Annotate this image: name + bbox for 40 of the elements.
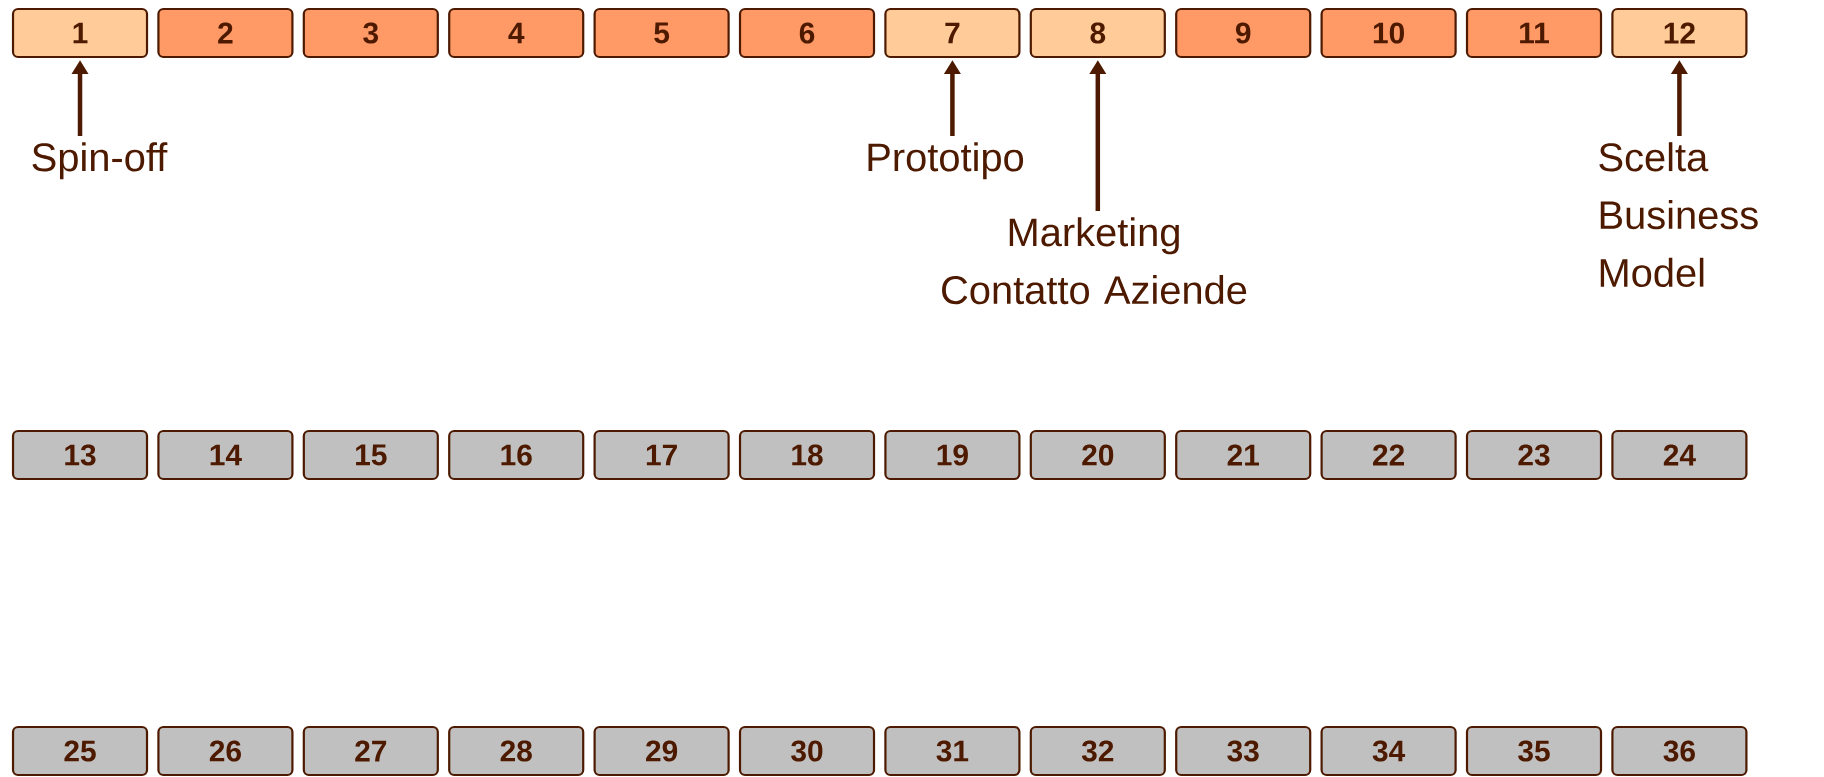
number-box: 27 — [302, 725, 439, 777]
stage-label: Spin-off — [32, 142, 168, 180]
number-box: 24 — [1611, 429, 1748, 481]
number-box: 1 — [11, 7, 149, 59]
number-box: 12 — [1611, 7, 1748, 59]
number-box: 2 — [157, 7, 294, 59]
number-box: 30 — [738, 725, 876, 777]
number-box: 32 — [1029, 725, 1166, 777]
number-box: 25 — [11, 725, 149, 777]
number-box: 36 — [1611, 725, 1748, 777]
number-box: 9 — [1175, 7, 1312, 59]
number-box: 6 — [738, 7, 876, 59]
number-box: 7 — [884, 7, 1021, 59]
number-box: 29 — [593, 725, 730, 777]
number-box: 35 — [1465, 725, 1603, 777]
number-box: 10 — [1320, 7, 1457, 59]
number-box: 16 — [448, 429, 585, 481]
number-box: 26 — [157, 725, 294, 777]
number-box: 14 — [157, 429, 294, 481]
number-box: 4 — [448, 7, 585, 59]
number-box: 21 — [1175, 429, 1312, 481]
number-box: 19 — [884, 429, 1021, 481]
number-box: 23 — [1465, 429, 1603, 481]
number-box: 3 — [302, 7, 439, 59]
number-box: 33 — [1175, 725, 1312, 777]
stage-label: Scelta Business Model — [1599, 142, 1758, 288]
number-box: 18 — [738, 429, 876, 481]
number-box: 15 — [302, 429, 439, 481]
number-box: 31 — [884, 725, 1021, 777]
stage-label: Marketing Contatto Aziende — [942, 217, 1247, 305]
number-box: 22 — [1320, 429, 1457, 481]
number-box: 8 — [1029, 7, 1166, 59]
number-box: 13 — [11, 429, 149, 481]
number-box: 34 — [1320, 725, 1457, 777]
number-box: 28 — [448, 725, 585, 777]
number-box: 11 — [1465, 7, 1603, 59]
number-box: 5 — [593, 7, 730, 59]
number-box: 17 — [593, 429, 730, 481]
stage-label: Prototipo — [868, 142, 1024, 180]
number-box: 20 — [1029, 429, 1166, 481]
